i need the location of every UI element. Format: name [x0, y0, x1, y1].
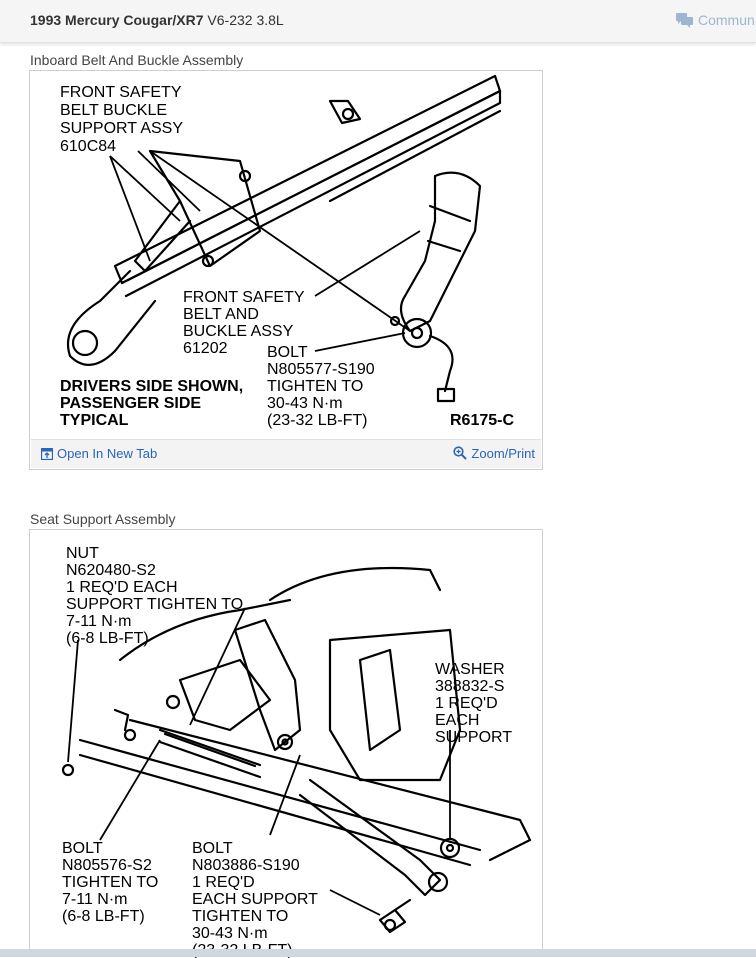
vehicle-engine: V6-232 3.8L — [207, 12, 284, 28]
note-line-3: TYPICAL — [60, 412, 129, 429]
callout-bolt1-line-3: TIGHTEN TO — [62, 874, 158, 891]
callout-bolt2-line-4: EACH SUPPORT — [192, 891, 318, 908]
figure-title-seat-support: Seat Support Assembly — [30, 511, 176, 527]
callout-nut-torque-lbft: (6-8 LB-FT) — [66, 630, 149, 647]
vehicle-name: 1993 Mercury Cougar/XR7 — [30, 12, 204, 28]
callout-nut-line-3: 1 REQ'D EACH — [66, 579, 178, 596]
callout-bolt2-part-number: N803886-S190 — [192, 857, 300, 874]
open-in-new-tab-link[interactable]: Open In New Tab — [40, 446, 158, 461]
seat-support-diagram[interactable]: NUT N620480-S2 1 REQ'D EACH SUPPORT TIGH… — [30, 530, 542, 958]
figure-code: R6175-C — [450, 412, 514, 429]
zoom-print-label: Zoom/Print — [471, 446, 535, 461]
callout-washer-line-4: EACH — [435, 712, 479, 729]
callout-assy-part-number: 61202 — [183, 340, 228, 357]
callout-nut-line-4: SUPPORT TIGHTEN TO — [66, 596, 243, 613]
figure-footer: Open In New Tab Zoom/Print — [31, 439, 541, 468]
callout-bolt1-torque-nm: 7-11 N·m — [62, 891, 128, 908]
callout-bolt2-torque-nm: 30-43 N·m — [192, 925, 268, 942]
note-line-2: PASSENGER SIDE — [60, 395, 201, 412]
inboard-belt-diagram[interactable]: FRONT SAFETY BELT BUCKLE SUPPORT ASSY 61… — [30, 71, 542, 441]
community-label: Commun — [698, 12, 755, 28]
callout-assy-line-1: FRONT SAFETY — [183, 289, 305, 306]
open-in-new-tab-label: Open In New Tab — [57, 446, 158, 461]
callout-bolt-line-3: TIGHTEN TO — [267, 378, 363, 395]
open-in-new-tab-icon — [40, 447, 54, 461]
top-bar: 1993 Mercury Cougar/XR7 V6-232 3.8L Comm… — [0, 0, 756, 43]
figure-title-inboard-belt: Inboard Belt And Buckle Assembly — [30, 52, 244, 68]
callout-bolt-part-number: N805577-S190 — [267, 361, 375, 378]
callout-nut-part-number: N620480-S2 — [66, 562, 156, 579]
callout-bolt1-line-1: BOLT — [62, 840, 103, 857]
callout-bolt1-part-number: N805576-S2 — [62, 857, 152, 874]
callout-bolt-line-1: BOLT — [267, 344, 308, 361]
callout-support-line-1: FRONT SAFETY — [60, 84, 182, 101]
figure-inboard-belt: FRONT SAFETY BELT BUCKLE SUPPORT ASSY 61… — [29, 70, 543, 470]
callout-bolt1-torque-lbft: (6-8 LB-FT) — [62, 908, 145, 925]
zoom-print-link[interactable]: Zoom/Print — [453, 446, 535, 461]
figure-seat-support: NUT N620480-S2 1 REQ'D EACH SUPPORT TIGH… — [29, 529, 543, 958]
callout-nut-line-1: NUT — [66, 545, 99, 562]
vehicle-title: 1993 Mercury Cougar/XR7 V6-232 3.8L — [30, 12, 284, 28]
callout-bolt-torque-lbft: (23-32 LB-FT) — [267, 412, 367, 429]
community-link[interactable]: Commun — [676, 12, 755, 28]
callout-support-line-3: SUPPORT ASSY — [60, 120, 183, 137]
callout-washer-part-number: 388832-S — [435, 678, 504, 695]
callout-washer-line-1: WASHER — [435, 661, 505, 678]
bottom-edge-bar — [0, 949, 756, 957]
callout-support-line-2: BELT BUCKLE — [60, 102, 167, 119]
magnifier-icon — [453, 446, 468, 460]
callout-bolt2-line-5: TIGHTEN TO — [192, 908, 288, 925]
callout-washer-line-3: 1 REQ'D — [435, 695, 498, 712]
callout-bolt2-line-3: 1 REQ'D — [192, 874, 255, 891]
callout-washer-line-5: SUPPORT — [435, 729, 512, 746]
callout-bolt-torque-nm: 30-43 N·m — [267, 395, 343, 412]
callout-assy-line-3: BUCKLE ASSY — [183, 323, 294, 340]
note-line-1: DRIVERS SIDE SHOWN, — [60, 378, 243, 395]
callout-assy-line-2: BELT AND — [183, 306, 259, 323]
callout-support-part-number: 610C84 — [60, 138, 116, 155]
callout-nut-torque-nm: 7-11 N·m — [66, 613, 132, 630]
callout-bolt2-line-1: BOLT — [192, 840, 233, 857]
chat-bubbles-icon — [676, 13, 693, 28]
